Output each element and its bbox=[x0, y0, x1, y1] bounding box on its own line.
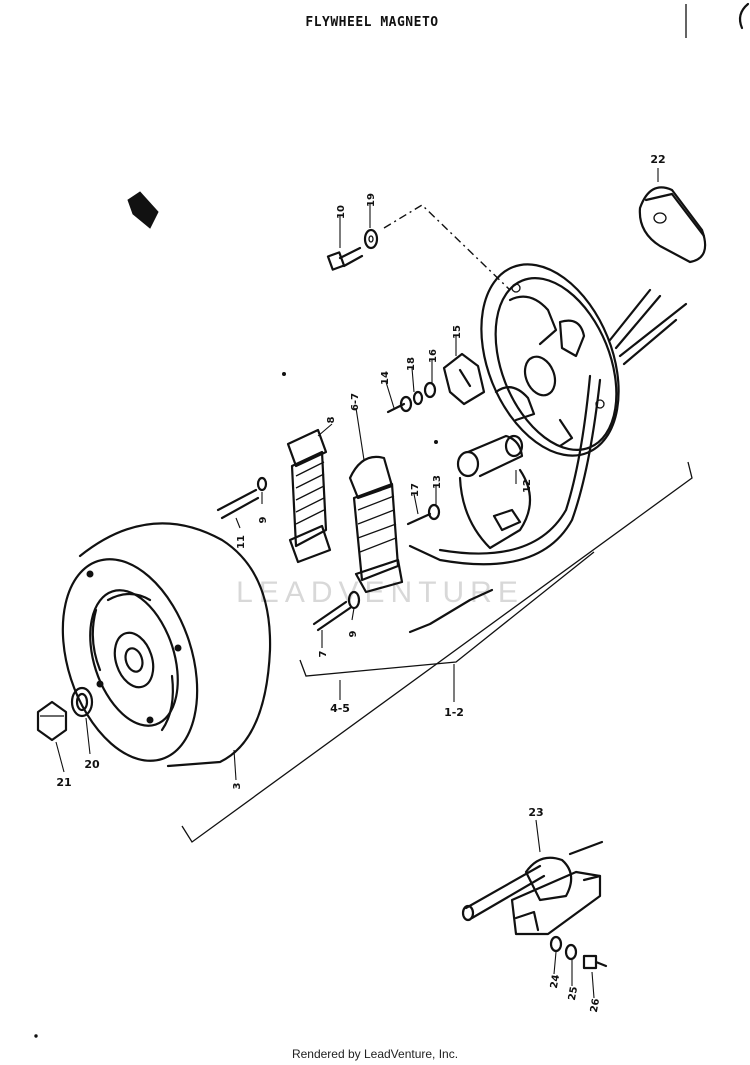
callout-19: 19 bbox=[366, 193, 377, 207]
speck bbox=[34, 1034, 38, 1038]
lead-wire-terminal bbox=[408, 588, 494, 634]
callout-10: 10 bbox=[336, 205, 347, 219]
part-16-washer bbox=[412, 390, 424, 406]
speck bbox=[282, 372, 286, 376]
callout-16: 16 bbox=[428, 349, 439, 363]
callout-12: 12 bbox=[522, 479, 533, 493]
part-14-screw bbox=[386, 395, 413, 414]
callout-20: 20 bbox=[84, 758, 100, 771]
callout-1-2: 1-2 bbox=[444, 706, 464, 719]
diagram-title: FLYWHEEL MAGNETO bbox=[305, 15, 438, 30]
callout-26: 26 bbox=[589, 998, 602, 1014]
callout-6-7: 6-7 bbox=[350, 393, 361, 411]
part-17-screw bbox=[406, 503, 441, 526]
part-24-washer bbox=[549, 935, 563, 953]
callout-15: 15 bbox=[452, 325, 463, 339]
callout-14: 14 bbox=[380, 371, 391, 385]
part-26-screw bbox=[582, 954, 608, 970]
callout-9: 9 bbox=[258, 516, 269, 523]
part-9-ignition-coil bbox=[286, 428, 332, 564]
stator-base-plate bbox=[480, 263, 620, 457]
page-edge-arc bbox=[738, 2, 750, 30]
part-15-contact-breaker bbox=[442, 352, 486, 406]
part-11-screw bbox=[216, 476, 268, 520]
part-25-washer bbox=[564, 943, 578, 961]
callout-4-5: 4-5 bbox=[330, 702, 350, 715]
bracket-1-2 bbox=[181, 461, 693, 843]
callout-11: 11 bbox=[236, 535, 247, 549]
bracket-4-5 bbox=[299, 551, 595, 677]
part-19-washer bbox=[363, 228, 379, 250]
footer-credit: Rendered by LeadVenture, Inc. bbox=[291, 1047, 459, 1061]
watermark: LEADVENTURE bbox=[236, 576, 524, 609]
callout-9-lower: 9 bbox=[348, 630, 359, 637]
callout-21: 21 bbox=[56, 776, 71, 789]
leader-lines bbox=[55, 168, 659, 999]
callout-7: 7 bbox=[318, 650, 329, 657]
part-10-screw bbox=[326, 246, 364, 271]
part-23-assembly bbox=[461, 840, 604, 936]
callout-8: 8 bbox=[326, 416, 337, 423]
callout-13: 13 bbox=[432, 475, 443, 489]
part-20-washer bbox=[70, 686, 94, 718]
part-21-nut bbox=[36, 700, 68, 742]
wire-harness bbox=[408, 288, 688, 566]
callout-18: 18 bbox=[406, 357, 417, 371]
callout-25: 25 bbox=[567, 986, 580, 1002]
callout-24: 24 bbox=[549, 974, 562, 990]
part-3-flywheel-rotor bbox=[61, 522, 272, 768]
direction-arrow-icon bbox=[127, 191, 159, 229]
part-18-washer bbox=[423, 381, 437, 399]
callout-23: 23 bbox=[528, 806, 543, 819]
callout-3: 3 bbox=[232, 782, 243, 789]
assembly-line bbox=[383, 204, 511, 291]
part-6-7-lighting-coil bbox=[348, 455, 404, 594]
part-22-grommet bbox=[638, 186, 707, 264]
callout-17: 17 bbox=[410, 483, 421, 497]
part-12-condenser bbox=[456, 434, 531, 550]
speck bbox=[434, 440, 438, 444]
callout-22: 22 bbox=[650, 153, 665, 166]
